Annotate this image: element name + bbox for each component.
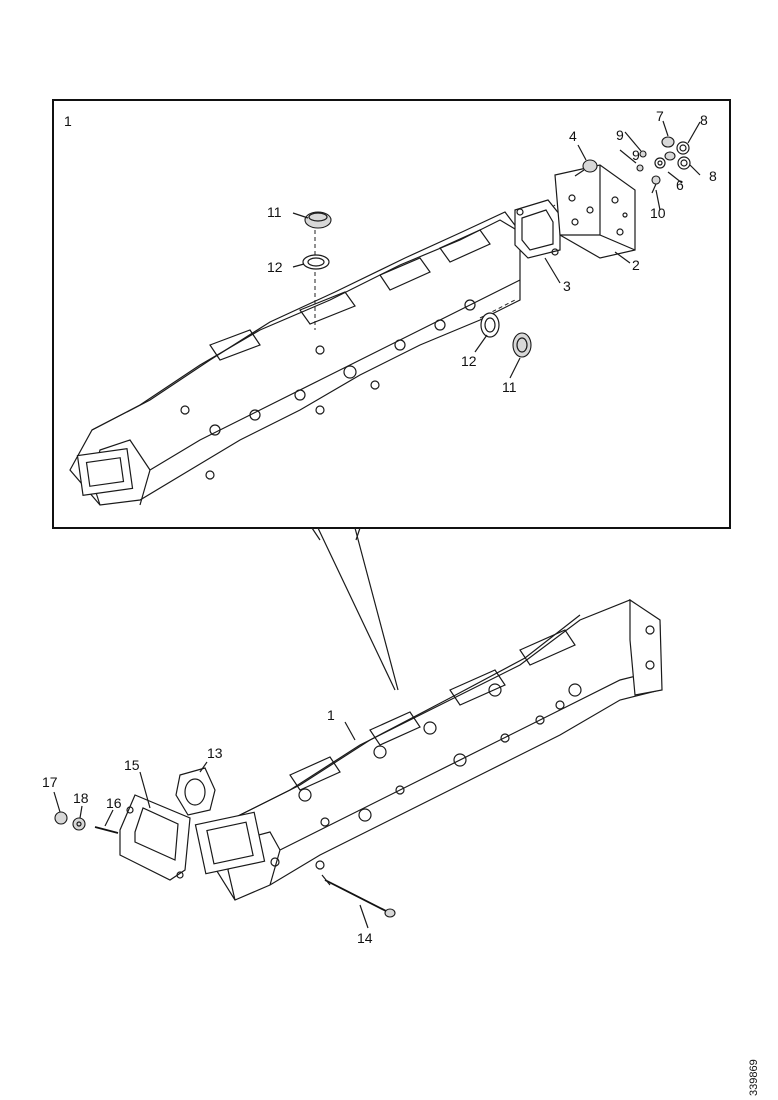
part-17-nut [54, 811, 68, 825]
callout-16: 16 [106, 795, 122, 811]
callout-11-top: 11 [267, 204, 282, 220]
callout-7: 7 [656, 108, 664, 124]
small-hardware [636, 136, 691, 194]
callout-10: 10 [650, 205, 666, 221]
callout-6: 6 [676, 177, 684, 193]
detail-pointer-lines [311, 527, 399, 691]
figure-number-text: 339869 [748, 1059, 760, 1096]
callout-11-right: 11 [502, 379, 517, 395]
part-12-seal-top [302, 254, 330, 270]
detail-label: 1 [64, 113, 72, 129]
callout-9-left: 9 [616, 127, 624, 143]
part-16-stud [94, 826, 119, 834]
callout-3: 3 [563, 278, 571, 294]
part-15-flange [119, 794, 191, 881]
callout-12-right: 12 [461, 353, 477, 369]
callout-12-top: 12 [267, 259, 283, 275]
callout-2: 2 [632, 257, 640, 273]
figure-number: 339869 [742, 1040, 772, 1100]
part-11-cap-right [512, 332, 532, 358]
callout-14: 14 [357, 930, 373, 946]
callout-8-right: 8 [709, 168, 717, 184]
callout-15: 15 [124, 757, 140, 773]
detail-manifold [69, 204, 556, 506]
callout-1-main: 1 [327, 707, 335, 723]
detail-box [52, 99, 731, 529]
callout-13: 13 [207, 745, 223, 761]
part-4-bolt [574, 159, 598, 177]
detail-leaders [292, 120, 701, 379]
part-14-bolt [321, 874, 396, 918]
main-leaders [53, 721, 369, 929]
main-manifold [194, 598, 663, 901]
callout-8-top: 8 [700, 112, 708, 128]
callout-4: 4 [569, 128, 577, 144]
callout-17: 17 [42, 774, 58, 790]
part-11-cap-top [304, 211, 332, 229]
part-2-bracket [554, 164, 636, 259]
part-12-seal-right [480, 312, 500, 338]
part-3-gasket [514, 199, 561, 259]
callout-18: 18 [73, 790, 89, 806]
part-18-washer [72, 817, 86, 831]
part-13-gasket [175, 767, 216, 816]
callout-9-mid: 9 [632, 147, 640, 163]
